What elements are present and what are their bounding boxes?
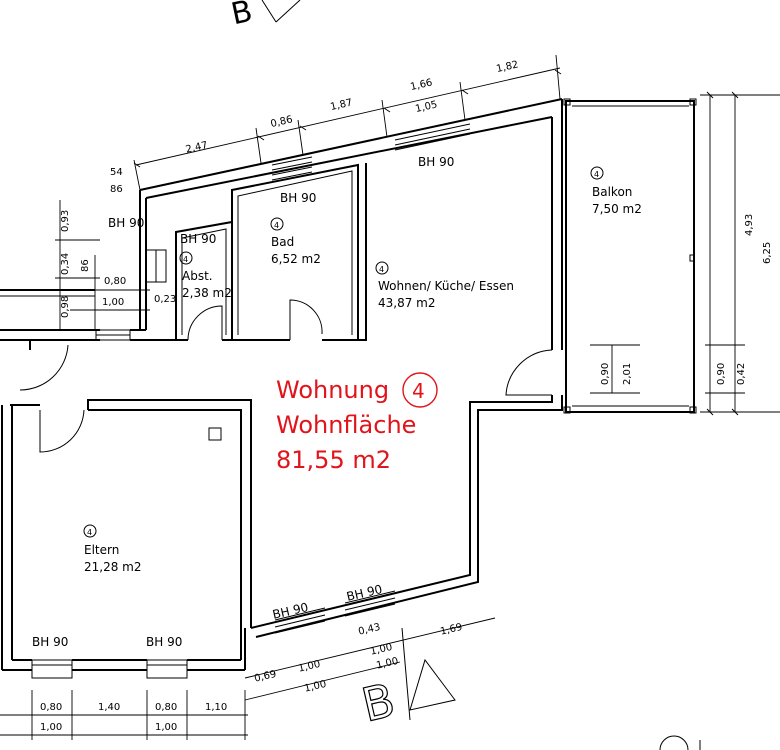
room-marker	[590, 166, 604, 180]
room-marker	[83, 524, 97, 538]
apartment-area-value: 81,55 m2	[276, 446, 391, 474]
section-marker-bottom: B	[356, 627, 456, 733]
dim-bottom-r-2: 1,00	[297, 659, 321, 675]
dim-bottom-r-4: 0,43	[357, 622, 381, 638]
interior-walls	[29, 163, 367, 350]
dim-bottom-l-3: 0,80	[155, 702, 177, 713]
dim-left-top-1: 54	[110, 167, 123, 178]
dim-top-6: 1,05	[414, 99, 438, 115]
room-marker-number: 4	[183, 255, 188, 264]
room-name-balkon: Balkon	[592, 185, 632, 199]
room-area-abst: 2,38 m2	[182, 286, 232, 300]
dim-bottom-l-5: 1,00	[40, 722, 62, 733]
dim-bottom-l-1: 0,80	[40, 702, 62, 713]
dim-bottom-l-6: 1,00	[155, 722, 177, 733]
room-marker-number: 4	[274, 221, 279, 230]
room-marker	[270, 217, 284, 231]
dim-top-3: 1,87	[329, 97, 353, 113]
room-area-bad: 6,52 m2	[271, 252, 321, 266]
apartment-number: 4	[412, 379, 425, 403]
room-name-eltern: Eltern	[84, 543, 119, 557]
dim-bottom-l-2: 1,40	[98, 702, 120, 713]
window-label: BH 90	[32, 635, 68, 649]
room-marker-number: 4	[379, 265, 384, 274]
door-abst	[187, 305, 223, 341]
dim-left-v-1: 0,93	[60, 210, 71, 232]
section-letter-top: B	[228, 0, 255, 32]
dim-left-v-3: 86	[80, 259, 91, 272]
apartment-number-circle	[402, 372, 438, 408]
dim-balcony-2: 2,01	[622, 363, 633, 385]
window-labels: BH 90 BH 90 BH 90 BH 90 BH 90 BH 90 BH 9…	[32, 155, 454, 649]
section-letter-bottom: B	[357, 673, 400, 733]
door-bad	[289, 299, 323, 340]
windows	[31, 123, 471, 679]
dim-left-top-2: 86	[110, 184, 123, 195]
room-labels: 4 Balkon 7,50 m2 4 Bad 6,52 m2 4 Abst. 2…	[83, 166, 642, 574]
room-marker-number: 4	[594, 170, 599, 179]
section-marker-top: B	[228, 0, 301, 32]
apartment-area-label: Wohnfläche	[276, 411, 416, 439]
dim-bottom-r-5: 1,00	[369, 642, 393, 658]
apartment-summary: Wohnung 4 Wohnfläche 81,55 m2	[276, 372, 438, 474]
dim-left-h-3: 0,23	[154, 294, 176, 305]
room-name-bad: Bad	[271, 235, 294, 249]
doors	[19, 299, 553, 453]
dim-right-1: 4,93	[744, 214, 755, 236]
room-marker	[179, 251, 193, 265]
dimension-lines	[0, 54, 780, 740]
dim-top-2: 0,86	[270, 114, 294, 130]
room-area-wohnen: 43,87 m2	[378, 296, 436, 310]
dim-bottom-r-7: 1,69	[439, 622, 463, 638]
dim-top-1: 2,47	[185, 140, 209, 156]
dim-left-v-2: 0,34	[60, 253, 71, 275]
window-label: BH 90	[418, 155, 454, 169]
dim-bottom-l-4: 1,10	[205, 702, 227, 713]
room-marker	[375, 261, 389, 275]
door-living-balcony	[505, 349, 553, 396]
dim-top-5: 1,82	[495, 59, 519, 75]
dim-left-h-2: 1,00	[102, 297, 124, 308]
exterior-walls	[0, 98, 563, 671]
dim-bottom-r-1: 0,69	[253, 669, 277, 685]
dim-left-v-4: 0,98	[60, 296, 71, 318]
dim-left-h-1: 0,80	[104, 276, 126, 287]
door-eltern	[39, 409, 85, 453]
room-name-wohnen: Wohnen/ Küche/ Essen	[378, 279, 514, 293]
window-label: BH 90	[280, 191, 316, 205]
shaft-square	[208, 427, 222, 441]
room-marker-number: 4	[87, 528, 92, 537]
window-label: BH 90	[108, 216, 144, 230]
dimension-texts: 2,47 0,86 1,87 1,66 1,82 1,05 54 86 0,93…	[40, 59, 773, 733]
dim-balcony-1: 0,90	[600, 363, 611, 385]
window-label: BH 90	[180, 232, 216, 246]
door-corridor	[19, 344, 69, 391]
window-label: BH 90	[146, 635, 182, 649]
partial-circle	[659, 735, 689, 750]
dim-top-4: 1,66	[409, 77, 433, 93]
room-area-balkon: 7,50 m2	[592, 202, 642, 216]
apartment-title: Wohnung	[276, 376, 389, 404]
room-area-eltern: 21,28 m2	[84, 560, 142, 574]
dim-right-3: 0,90	[716, 363, 727, 385]
balcony	[563, 98, 697, 414]
dim-bottom-r-3: 1,00	[303, 679, 327, 695]
dim-bottom-r-6: 1,00	[375, 656, 399, 672]
dim-right-4: 0,42	[736, 363, 747, 385]
dim-right-2: 6,25	[762, 242, 773, 264]
room-name-abst: Abst.	[182, 269, 213, 283]
